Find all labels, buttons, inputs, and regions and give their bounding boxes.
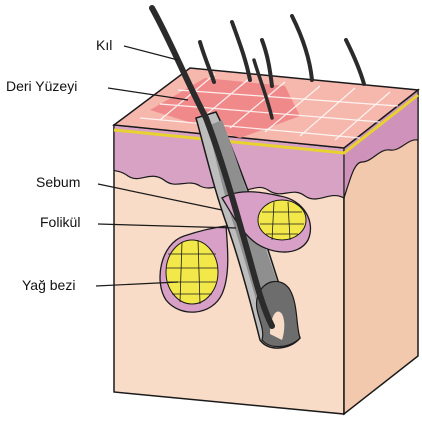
label-hair: Kıl: [96, 37, 112, 53]
label-sebum: Sebum: [36, 174, 80, 190]
label-follicle: Folikül: [40, 214, 80, 230]
label-skin-surface: Deri Yüzeyi: [6, 78, 77, 94]
label-sebaceous-gland: Yağ bezi: [22, 277, 75, 293]
